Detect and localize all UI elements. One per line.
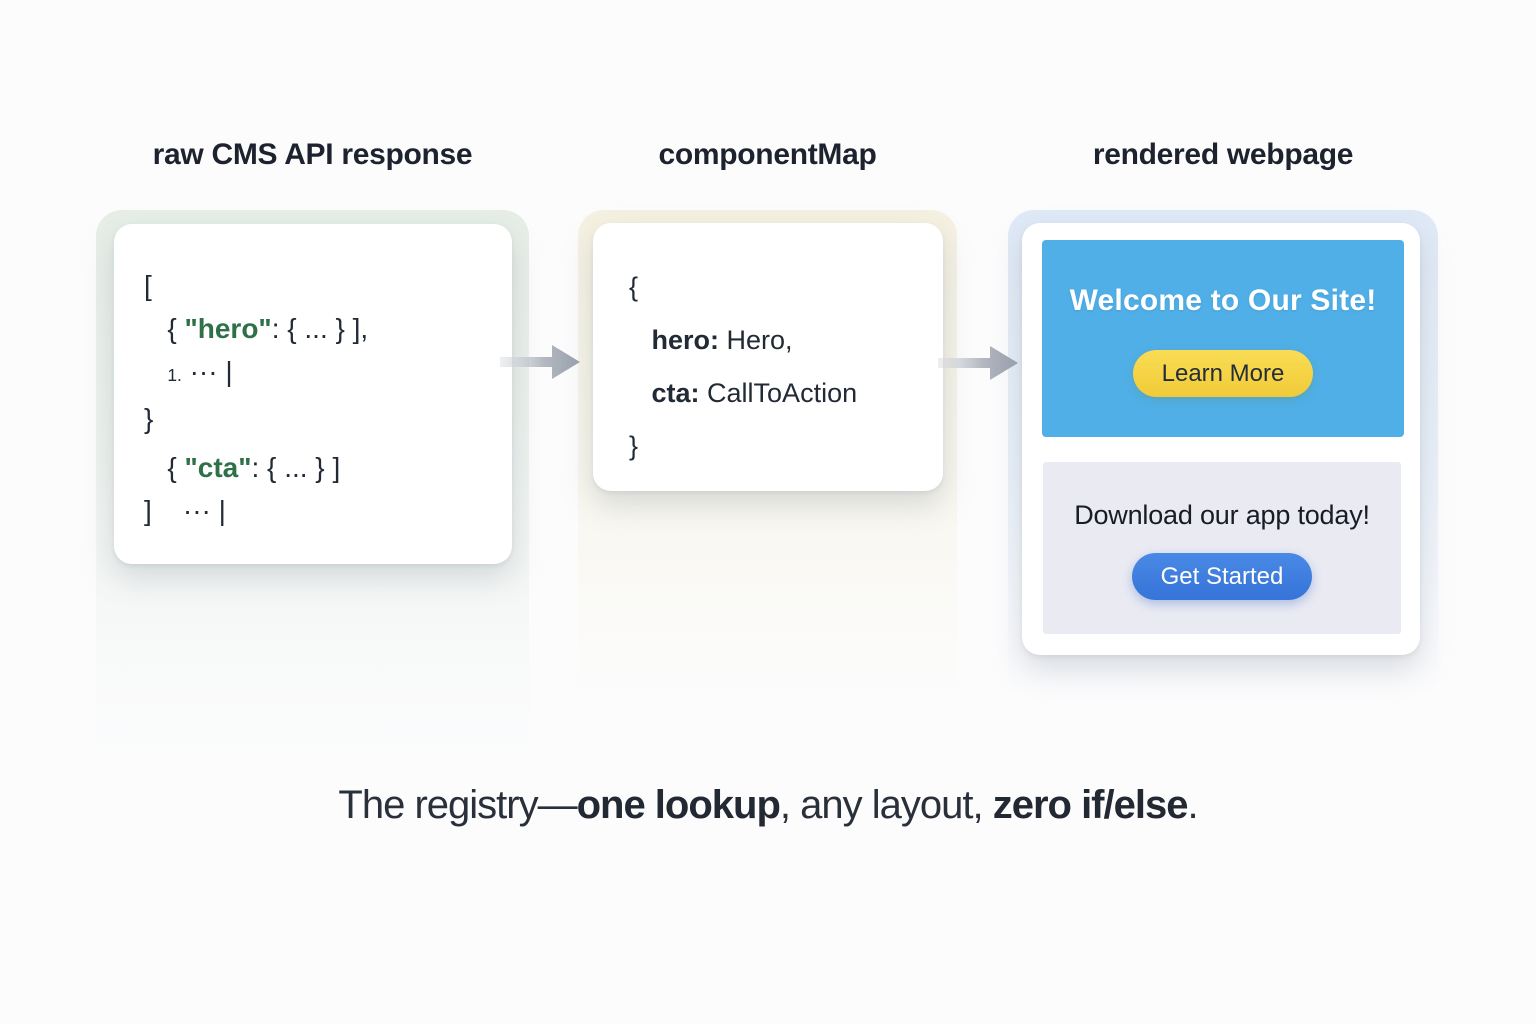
code-line: [ [144, 264, 482, 307]
hero-heading: Welcome to Our Site! [1069, 284, 1377, 317]
code-token: "hero" [184, 313, 272, 344]
code-token: : { ... } ] [251, 452, 341, 483]
code-line: ] ··· | [144, 489, 482, 532]
webpage-cta-section: Download our app today! Get Started [1043, 462, 1401, 634]
learn-more-button[interactable]: Learn More [1133, 350, 1313, 397]
code-line: 1. ··· | [144, 350, 482, 397]
raw-json-code: [ { "hero": { ... } ], 1. ··· |} { "cta"… [144, 264, 482, 532]
code-token [629, 325, 652, 355]
code-token [629, 378, 652, 408]
caption-text-part: , any layout, [779, 783, 993, 827]
code-token: [ [144, 270, 152, 301]
code-line: { [629, 261, 907, 314]
code-line: { "hero": { ... } ], [144, 307, 482, 350]
code-token: } [144, 403, 154, 434]
caption-text-part: zero if/else [992, 783, 1189, 827]
code-token: ] [144, 495, 152, 526]
code-token: ··· | [151, 495, 226, 526]
code-token: { [629, 272, 639, 302]
code-token: Hero, [719, 325, 793, 355]
code-token: { [144, 313, 185, 344]
code-token [144, 356, 167, 387]
code-token: CallToAction [699, 378, 858, 408]
cta-message: Download our app today! [1074, 500, 1370, 530]
column-title-component-map: componentMap [658, 138, 877, 171]
code-token: } [629, 431, 639, 461]
code-line: hero: Hero, [629, 314, 907, 367]
code-token: "cta" [184, 452, 252, 483]
diagram-caption: The registry—one lookup, any layout, zer… [0, 783, 1536, 828]
code-line: cta: CallToAction [629, 367, 907, 420]
raw-api-response-card: [ { "hero": { ... } ], 1. ··· |} { "cta"… [114, 224, 512, 564]
code-token: : { ... } ], [271, 313, 369, 344]
column-title-rendered-webpage: rendered webpage [1092, 138, 1354, 171]
code-line: } [629, 420, 907, 473]
code-line: } [144, 397, 482, 440]
caption-text-part: one lookup [576, 783, 781, 827]
code-token: ··· | [181, 356, 233, 387]
caption-text-part: The registry— [338, 783, 577, 827]
component-map-card: { hero: Hero, cta: CallToAction} [593, 223, 943, 491]
arrow-right-icon [938, 346, 1018, 380]
get-started-button[interactable]: Get Started [1132, 553, 1312, 600]
component-map-code: { hero: Hero, cta: CallToAction} [629, 261, 907, 473]
code-line: { "cta": { ... } ] [144, 446, 482, 489]
caption-text-part: . [1187, 783, 1198, 827]
rendered-webpage-card: Welcome to Our Site! Learn More Download… [1022, 223, 1420, 655]
webpage-hero-section: Welcome to Our Site! Learn More [1042, 240, 1404, 437]
arrow-right-icon [500, 345, 580, 379]
code-token: hero: [651, 325, 720, 355]
code-token: { [144, 452, 185, 483]
column-title-raw-cms: raw CMS API response [152, 138, 473, 171]
code-token: cta: [651, 378, 700, 408]
code-token: 1. [167, 365, 182, 385]
